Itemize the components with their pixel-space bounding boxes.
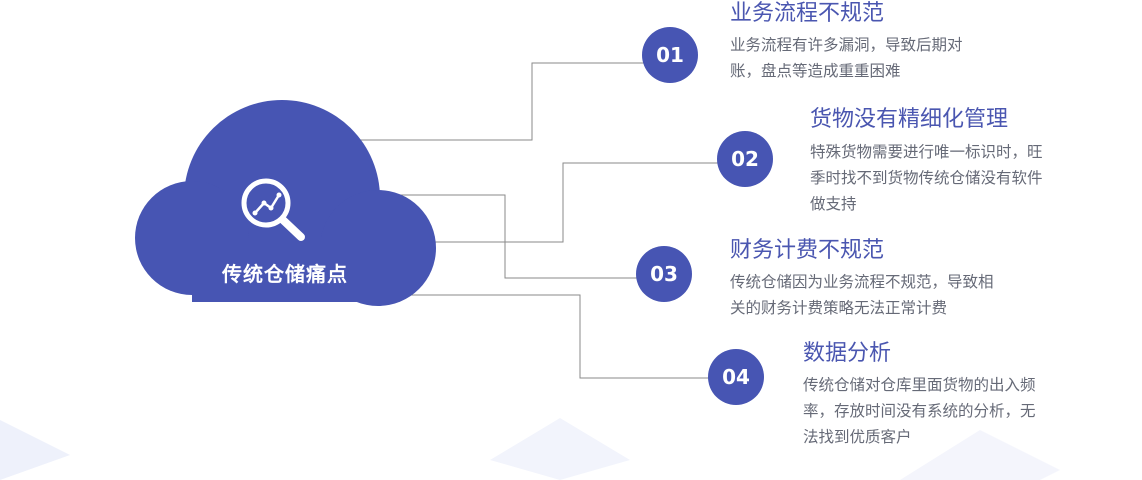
cloud-label: 传统仓储痛点 bbox=[222, 262, 348, 286]
item-title-03: 财务计费不规范 bbox=[730, 238, 885, 263]
item-desc-line: 传统仓储因为业务流程不规范，导致相 bbox=[730, 273, 994, 291]
step-number-02: 02 bbox=[717, 131, 773, 187]
item-desc-line: 特殊货物需要进行唯一标识时，旺 bbox=[810, 143, 1043, 161]
bg-shape-left bbox=[0, 420, 70, 480]
item-title-02: 货物没有精细化管理 bbox=[810, 107, 1009, 132]
item-desc-02: 特殊货物需要进行唯一标识时，旺 季时找不到货物传统仓储没有软件 做支持 bbox=[810, 139, 1043, 217]
step-number-04: 04 bbox=[708, 349, 764, 405]
item-title-04: 数据分析 bbox=[803, 341, 892, 366]
step-number-01: 01 bbox=[642, 27, 698, 83]
bg-shape-middle bbox=[490, 418, 630, 480]
item-desc-line: 季时找不到货物传统仓储没有软件 bbox=[810, 169, 1043, 187]
item-desc-line: 率，存放时间没有系统的分析，无 bbox=[803, 402, 1036, 420]
magnifier-trend-icon bbox=[241, 178, 305, 241]
step-number-03: 03 bbox=[636, 246, 692, 302]
item-desc-line: 做支持 bbox=[810, 195, 857, 213]
item-desc-line: 账，盘点等造成重重困难 bbox=[730, 62, 901, 80]
item-desc-line: 法找到优质客户 bbox=[803, 428, 912, 446]
connector-02 bbox=[420, 162, 720, 243]
item-desc-01: 业务流程有许多漏洞，导致后期对 账，盘点等造成重重困难 bbox=[730, 32, 963, 84]
item-desc-line: 业务流程有许多漏洞，导致后期对 bbox=[730, 36, 963, 54]
item-title-01: 业务流程不规范 bbox=[730, 1, 885, 26]
item-desc-line: 关的财务计费策略无法正常计费 bbox=[730, 299, 948, 317]
item-desc-03: 传统仓储因为业务流程不规范，导致相 关的财务计费策略无法正常计费 bbox=[730, 269, 994, 321]
item-desc-line: 传统仓储对仓库里面货物的出入频 bbox=[803, 376, 1036, 394]
bg-shape-right bbox=[900, 430, 1060, 480]
connector-04 bbox=[395, 294, 712, 379]
connector-03 bbox=[375, 194, 640, 279]
connector-01 bbox=[345, 62, 645, 141]
item-desc-04: 传统仓储对仓库里面货物的出入频 率，存放时间没有系统的分析，无 法找到优质客户 bbox=[803, 372, 1036, 450]
